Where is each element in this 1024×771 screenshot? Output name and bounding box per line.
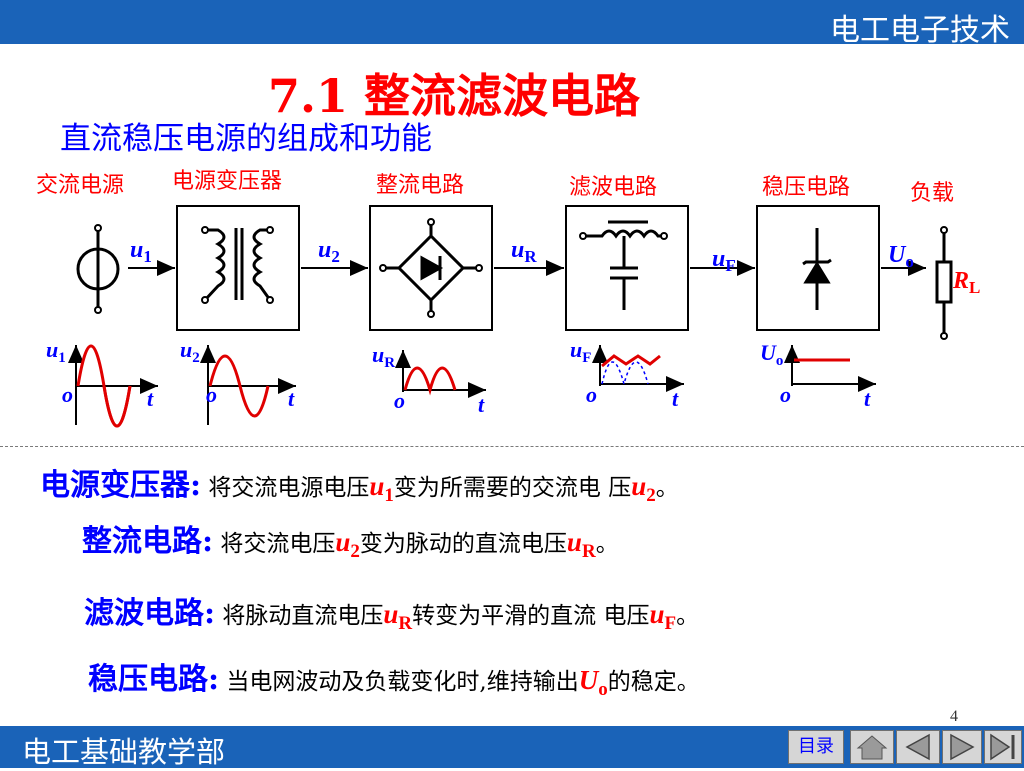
home-icon <box>856 735 888 760</box>
waveform-u2: u2 o t <box>180 337 296 425</box>
block-diagram: 交流电源 电源变压器 整流电路 滤波电路 稳压电路 负载 <box>36 169 980 428</box>
course-title: 电工电子技术 <box>830 13 1010 48</box>
regulator-block <box>756 205 880 331</box>
zener-diode-symbol <box>802 228 832 310</box>
wave3-axis-label: uR <box>372 342 395 371</box>
label-regulator: 稳压电路 <box>762 175 850 200</box>
bridge-rectifier-symbol <box>379 218 483 318</box>
label-ac-source: 交流电源 <box>36 173 124 198</box>
last-icon <box>990 733 1015 761</box>
wave2-origin: o <box>206 382 217 407</box>
slide-title: 7.1 整流滤波电路 <box>268 69 641 123</box>
signal-u2: u2 <box>318 237 340 266</box>
last-button[interactable] <box>984 730 1022 764</box>
transformer-block <box>176 205 300 331</box>
wave2-axis-label: u2 <box>180 337 200 366</box>
load-resistor-symbol <box>935 226 953 340</box>
wave3-origin: o <box>394 388 405 413</box>
department-name: 电工基础教学部 <box>22 735 226 769</box>
prev-icon <box>905 733 930 761</box>
wave4-time: t <box>672 386 679 411</box>
lc-filter-symbol <box>579 220 668 310</box>
wave5-axis-label: Uo <box>760 340 783 369</box>
transformer-symbol <box>201 226 274 304</box>
signal-uR: uR <box>511 237 537 266</box>
wave5-time: t <box>864 386 871 411</box>
wave5-origin: o <box>780 382 791 407</box>
home-button[interactable] <box>850 730 894 764</box>
desc-filter: 滤波电路: 将脉动直流电压uR转变为平滑的直流 电压uF。 <box>84 596 700 634</box>
waveform-uR: uR o t <box>372 342 486 417</box>
page-number: 4 <box>950 708 958 725</box>
header-bar: 电工电子技术 <box>0 0 1024 48</box>
desc-transformer: 电源变压器: 将交流电源电压u1变为所需要的交流电 压u2。 <box>40 468 679 506</box>
label-rectifier: 整流电路 <box>376 173 464 198</box>
waveform-u1: u1 o t <box>46 337 158 428</box>
resistor-label-RL: RL <box>952 268 980 297</box>
slide-subtitle: 直流稳压电源的组成和功能 <box>60 121 432 157</box>
label-transformer: 电源变压器 <box>172 169 282 194</box>
signal-Uo: Uo <box>888 242 914 271</box>
desc-rectifier: 整流电路: 将交流电压u2变为脉动的直流电压uR。 <box>82 524 619 562</box>
wave1-origin: o <box>62 382 73 407</box>
waveform-Uo: Uo o t <box>760 340 876 411</box>
ac-source-symbol <box>76 224 120 314</box>
wave4-origin: o <box>586 382 597 407</box>
rectifier-block <box>369 205 493 331</box>
wave4-axis-label: uF <box>570 337 591 366</box>
section-divider <box>0 446 1024 447</box>
next-button[interactable] <box>942 730 982 764</box>
label-load: 负载 <box>910 181 954 206</box>
wave2-time: t <box>288 386 295 411</box>
signal-u1: u1 <box>130 237 152 266</box>
prev-button[interactable] <box>896 730 940 764</box>
wave1-axis-label: u1 <box>46 337 66 366</box>
filter-block <box>565 205 689 331</box>
waveform-uF: uF o t <box>570 337 684 411</box>
signal-uF: uF <box>712 246 736 275</box>
wave1-time: t <box>147 386 154 411</box>
wave3-time: t <box>478 392 485 417</box>
next-icon <box>950 733 975 761</box>
desc-regulator: 稳压电路: 当电网波动及负载变化时,维持输出Uo的稳定。 <box>88 662 700 700</box>
label-filter: 滤波电路 <box>569 175 657 200</box>
toc-button[interactable]: 目录 <box>788 730 844 764</box>
